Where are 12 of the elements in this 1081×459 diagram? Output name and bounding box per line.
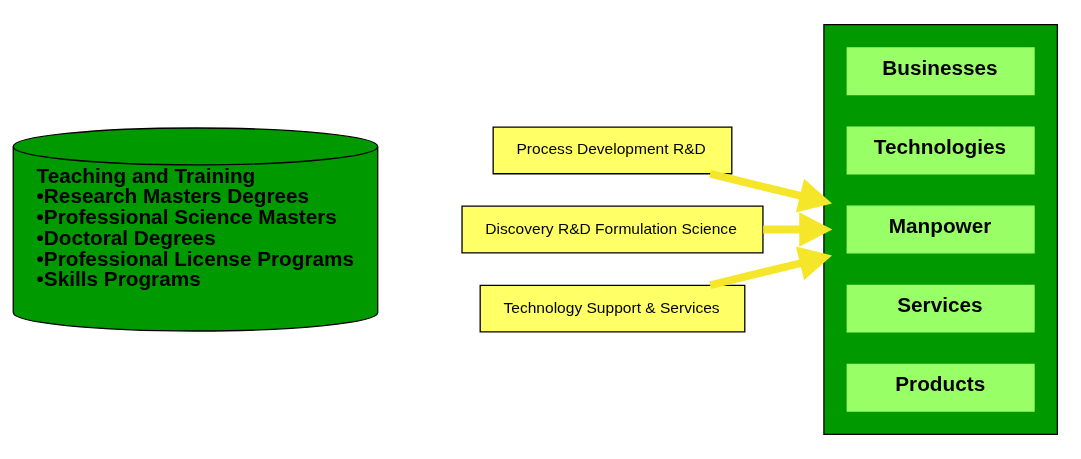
arrow: [763, 212, 833, 247]
node-box: Businesses: [846, 47, 1035, 96]
node-box: Technology Support & Services: [479, 284, 746, 333]
node-box: Manpower: [846, 205, 1035, 254]
node-box: Process Development R&D: [492, 126, 733, 175]
node-box: Services: [846, 284, 1035, 333]
node-box: Technologies: [846, 126, 1035, 175]
arrow: [709, 170, 833, 213]
node-box: Discovery R&D Formulation Science: [461, 205, 764, 254]
cluster: [823, 23, 1059, 436]
arrow: [709, 246, 833, 289]
node-box: Products: [846, 363, 1035, 412]
